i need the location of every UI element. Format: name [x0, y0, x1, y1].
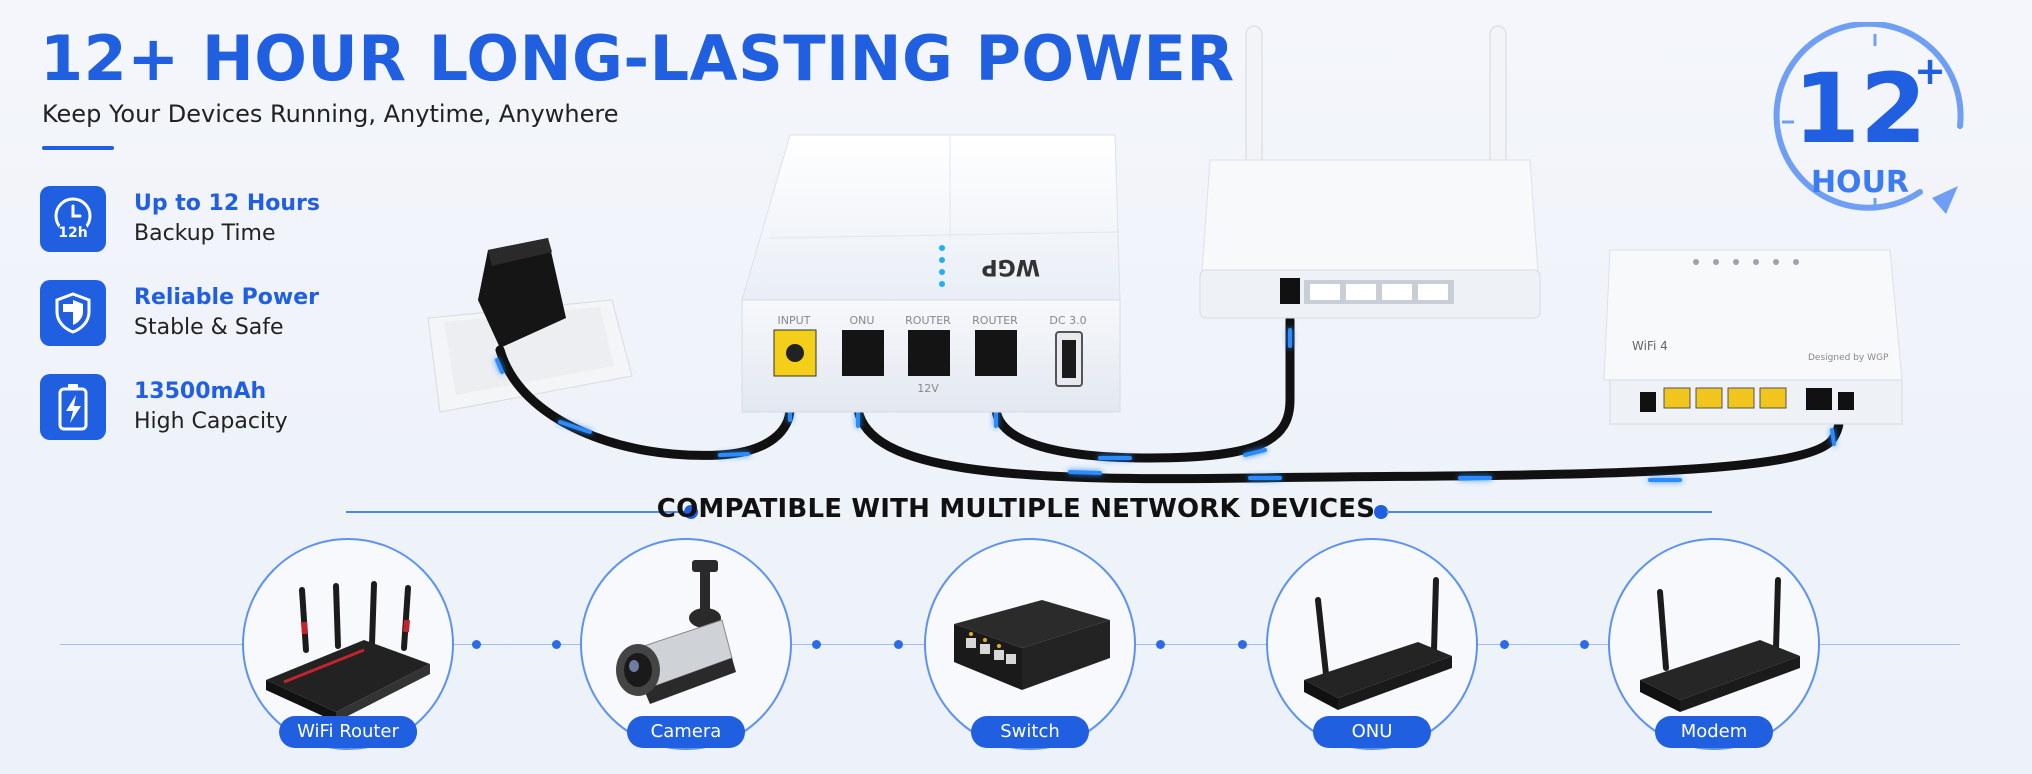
svg-text:12V: 12V [917, 382, 939, 395]
connector-dot [1500, 640, 1509, 649]
connector-dot [812, 640, 821, 649]
connector-dot [894, 640, 903, 649]
product-scene: WGP INPUT ONU ROUTER ROUTER DC 3.0 12V [427, 25, 1903, 484]
cables [495, 315, 1844, 484]
feature-subtitle: High Capacity [134, 409, 288, 434]
feature-title: Up to 12 Hours [134, 191, 320, 216]
svg-text:INPUT: INPUT [778, 314, 811, 327]
svg-text:+: + [1914, 49, 1946, 93]
device-label: ONU [1313, 716, 1431, 748]
device-wifi-router: WiFi Router [242, 538, 454, 750]
page-subtitle: Keep Your Devices Running, Anytime, Anyw… [42, 100, 619, 128]
mini-ups-device: WGP INPUT ONU ROUTER ROUTER DC 3.0 12V [741, 134, 1121, 413]
divider-left [346, 511, 686, 513]
connector-dot [1580, 640, 1589, 649]
device-label: Switch [971, 716, 1089, 748]
divider-dot-right [1374, 505, 1388, 519]
wifi-access-point: WiFi 4 Designed by WGP [1603, 249, 1903, 425]
feature-title: 13500mAh [134, 379, 267, 404]
connector-dot [552, 640, 561, 649]
svg-text:WiFi 4: WiFi 4 [1632, 339, 1668, 353]
svg-text:ROUTER: ROUTER [972, 314, 1018, 327]
connector-dot [1238, 640, 1247, 649]
feature-capacity: 13500mAh High Capacity [40, 374, 288, 440]
shield-icon [40, 280, 106, 346]
page-title: 12+ HOUR LONG-LASTING POWER [40, 22, 1235, 95]
subtitle-underline [42, 146, 114, 150]
device-label: Camera [627, 716, 745, 748]
switch-icon [954, 600, 1110, 690]
svg-text:DC 3.0: DC 3.0 [1049, 314, 1086, 327]
onu-icon [1304, 577, 1452, 710]
hour-badge: 12 + HOUR [1760, 20, 1990, 222]
device-camera: Camera [580, 538, 792, 750]
compatible-title: COMPATIBLE WITH MULTIPLE NETWORK DEVICES [656, 494, 1376, 524]
connector-dot [472, 640, 481, 649]
feature-backup-time: 12h Up to 12 Hours Backup Time [40, 186, 320, 252]
svg-text:HOUR: HOUR [1811, 165, 1909, 200]
modem-icon [1640, 577, 1800, 712]
svg-text:WGP: WGP [982, 254, 1040, 279]
router-device [1199, 25, 1541, 319]
clock-12h-icon: 12h [40, 186, 106, 252]
device-switch: Switch [924, 538, 1136, 750]
feature-title: Reliable Power [134, 285, 319, 310]
feature-subtitle: Stable & Safe [134, 315, 284, 340]
battery-bolt-icon [40, 374, 106, 440]
svg-text:ONU: ONU [850, 314, 875, 327]
svg-text:12: 12 [1793, 53, 1927, 165]
svg-text:12h: 12h [58, 225, 87, 241]
camera-icon [616, 560, 736, 704]
device-modem: Modem [1608, 538, 1820, 750]
divider-right [1386, 511, 1712, 513]
svg-text:Designed by WGP: Designed by WGP [1808, 353, 1889, 363]
device-onu: ONU [1266, 538, 1478, 750]
wall-outlet [427, 299, 633, 413]
feature-subtitle: Backup Time [134, 221, 276, 246]
svg-text:ROUTER: ROUTER [905, 314, 951, 327]
connector-dot [1156, 640, 1165, 649]
feature-reliable-power: Reliable Power Stable & Safe [40, 280, 319, 346]
divider-dot-left [684, 505, 698, 519]
wifi-router-icon [266, 581, 430, 722]
device-label: WiFi Router [279, 716, 417, 748]
device-label: Modem [1655, 716, 1773, 748]
power-adapter-icon [478, 238, 566, 348]
